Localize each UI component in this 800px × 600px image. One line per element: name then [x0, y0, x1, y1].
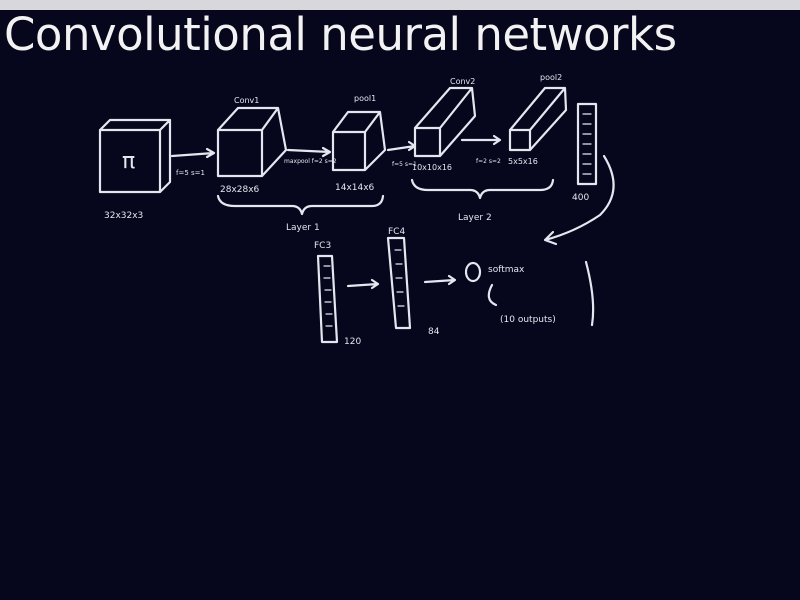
conv1-volume: Conv1 28x28x6: [216, 96, 288, 195]
conv1-size: 28x28x6: [220, 185, 260, 195]
arrow-5: [346, 278, 380, 290]
step3-params: f=5 s=1: [392, 161, 417, 168]
conv2-volume: Conv2 10x10x16: [412, 77, 477, 172]
arrow-1: f=5 s=1: [170, 147, 216, 177]
conv1-label: Conv1: [234, 96, 259, 105]
fc4-label: FC4: [388, 227, 405, 237]
slide-title: Convolutional neural networks: [4, 8, 677, 61]
input-volume: π 32x32x3: [98, 118, 172, 221]
fc4-vector: FC4 84: [386, 227, 440, 337]
pool1-volume: pool1 14x14x6: [331, 94, 387, 193]
step4-params: f=2 s=2: [476, 158, 501, 165]
softmax-label: softmax: [488, 265, 525, 275]
pool2-size: 5x5x16: [508, 157, 538, 166]
pool1-label: pool1: [354, 94, 376, 103]
top-bar: [0, 0, 800, 10]
step2-params: maxpool f=2 s=2: [284, 158, 337, 165]
flatten-vector: 400: [543, 102, 615, 246]
arrow-4: f=2 s=2: [460, 134, 502, 165]
fc3-size: 120: [344, 337, 361, 347]
input-size: 32x32x3: [104, 211, 143, 221]
layer1-brace: Layer 1: [216, 194, 385, 233]
fc4-size: 84: [428, 327, 440, 337]
fc3-label: FC3: [314, 241, 331, 251]
pool2-volume: pool2 5x5x16: [508, 73, 568, 166]
layer1-label: Layer 1: [286, 223, 320, 233]
arrow-2: maxpool f=2 s=2: [284, 146, 337, 165]
softmax-output: softmax (10 outputs): [464, 260, 595, 327]
step1-params: f=5 s=1: [176, 169, 205, 177]
flatten-size: 400: [572, 193, 589, 203]
softmax-outputs: (10 outputs): [500, 315, 556, 325]
arrow-6: [423, 274, 457, 286]
layer2-label: Layer 2: [458, 213, 492, 223]
conv2-size: 10x10x16: [412, 163, 452, 172]
pool2-label: pool2: [540, 73, 562, 82]
layer2-brace: Layer 2: [410, 178, 555, 223]
conv2-label: Conv2: [450, 77, 475, 86]
fc3-vector: FC3 120: [314, 241, 361, 347]
input-glyph: π: [122, 149, 135, 174]
pool1-size: 14x14x6: [335, 183, 375, 193]
